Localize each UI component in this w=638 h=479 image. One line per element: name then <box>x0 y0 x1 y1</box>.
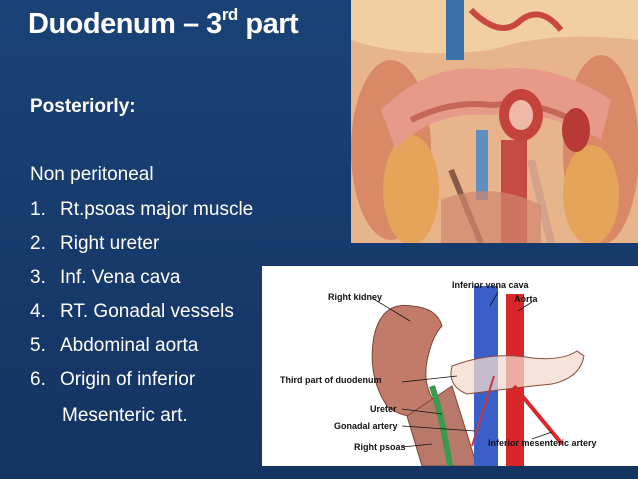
label-aorta: Aorta <box>514 294 538 304</box>
list-item: 6.Origin of inferior <box>30 369 196 390</box>
relations-list: 1.Rt.psoas major muscle 2.Right ureter 3… <box>30 198 253 402</box>
list-item: 3.Inf. Vena cava <box>30 267 181 288</box>
inferior-mesenteric-artery-shape <box>512 384 564 446</box>
label-right-kidney: Right kidney <box>328 292 382 302</box>
subtitle-posteriorly: Posteriorly: <box>30 96 136 117</box>
list-item: 2.Right ureter <box>30 233 160 254</box>
list-item: 1.Rt.psoas major muscle <box>30 199 254 220</box>
duodenum-shape <box>450 350 585 395</box>
list-item: 4.RT. Gonadal vessels <box>30 301 234 322</box>
list-item: 5.Abdominal aorta <box>30 335 199 356</box>
list-item-continuation: Mesenteric art. <box>62 405 188 426</box>
intro-text: Non peritoneal <box>30 164 154 185</box>
label-gonadal-artery: Gonadal artery <box>334 421 398 431</box>
gonadal-artery-shape <box>471 375 495 447</box>
label-third-part-duodenum: Third part of duodenum <box>280 375 382 385</box>
label-inferior-vena-cava: Inferior vena cava <box>452 280 530 290</box>
label-inferior-mesenteric-artery: Inferior mesenteric artery <box>488 438 597 448</box>
label-right-psoas: Right psoas <box>354 442 406 452</box>
label-ureter: Ureter <box>370 404 397 414</box>
anatomy-diagram: Right kidney Inferior vena cava Aorta Th… <box>262 266 638 466</box>
ureter-shape <box>429 385 453 466</box>
anatomy-photo <box>351 0 638 243</box>
slide-title: Duodenum – 3rd part <box>28 5 299 40</box>
